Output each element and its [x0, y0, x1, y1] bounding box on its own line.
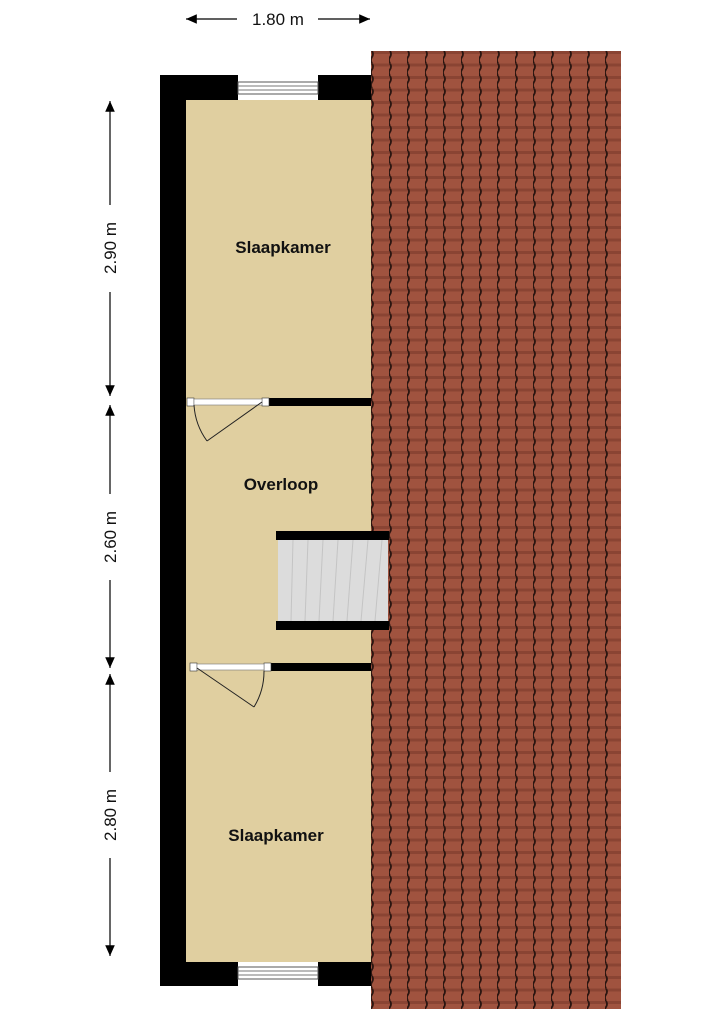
staircase — [276, 531, 389, 630]
door-top[interactable] — [186, 397, 270, 442]
walls — [160, 75, 371, 986]
roof-tiles — [371, 51, 621, 1009]
door-bottom[interactable] — [189, 662, 272, 708]
dimension-label-width: 1.80 m — [252, 10, 304, 29]
room-label-slaapkamer-bottom: Slaapkamer — [228, 826, 324, 845]
dimension-label-room-top: 2.90 m — [101, 222, 120, 274]
dimension-left-3: 2.80 m — [101, 674, 120, 956]
dimension-left-2: 2.60 m — [101, 405, 120, 668]
dimension-top: 1.80 m — [186, 10, 370, 29]
window-top — [237, 81, 319, 95]
window-bottom — [237, 966, 319, 980]
room-label-slaapkamer-top: Slaapkamer — [235, 238, 331, 257]
room-label-overloop: Overloop — [244, 475, 319, 494]
dimension-label-overloop: 2.60 m — [101, 511, 120, 563]
dimension-label-room-bottom: 2.80 m — [101, 789, 120, 841]
dimension-left-1: 2.90 m — [101, 101, 120, 396]
